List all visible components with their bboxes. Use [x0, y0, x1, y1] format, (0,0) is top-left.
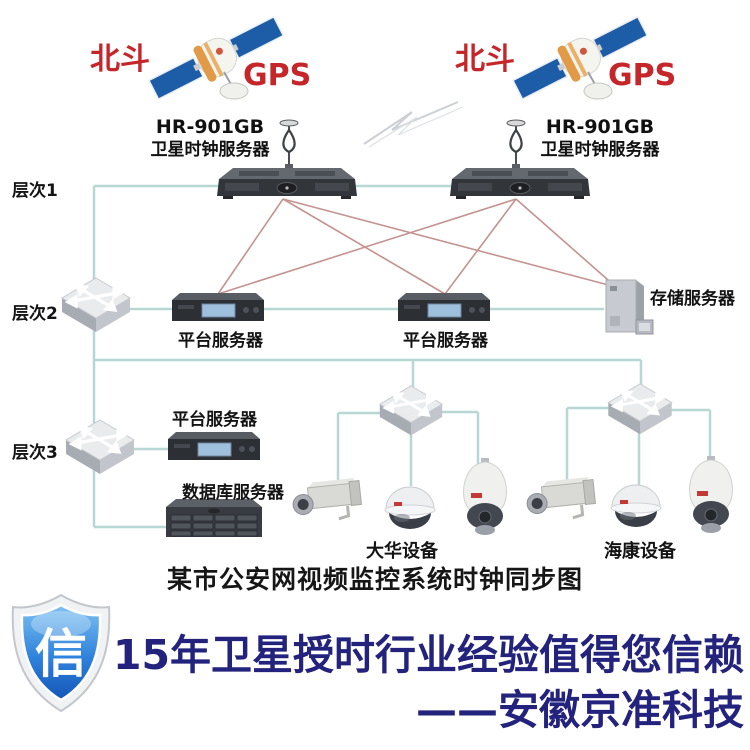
platform-server-label: 平台服务器	[403, 331, 488, 351]
ethernet-switch-icon	[60, 276, 132, 336]
storage-server-icon	[598, 276, 656, 340]
clock-server-name: 卫星时钟服务器	[150, 140, 270, 160]
ethernet-switch-icon	[64, 418, 136, 478]
banner-slogan: 15年卫星授时行业经验值得您信赖	[113, 631, 745, 679]
database-server-icon	[166, 499, 262, 539]
database-server-label: 数据库服务器	[182, 483, 284, 503]
ethernet-switch-icon	[378, 384, 444, 439]
gps-label: GPS	[243, 58, 312, 93]
clock-server-icon	[217, 166, 357, 200]
platform-server-icon	[168, 432, 260, 462]
clock-server-name: 卫星时钟服务器	[540, 140, 660, 160]
beidou-label: 北斗	[90, 42, 150, 77]
gps-antenna-icon	[502, 118, 530, 170]
layer-1-label: 层次1	[12, 181, 58, 201]
platform-server-icon	[172, 293, 264, 323]
platform-server-icon	[398, 293, 490, 323]
storage-server-label: 存储服务器	[650, 289, 735, 309]
layer-3-label: 层次3	[12, 443, 58, 463]
diagram-title: 某市公安网视频监控系统时钟同步图	[166, 565, 583, 594]
platform-server-label: 平台服务器	[178, 331, 263, 351]
dome-camera-icon	[382, 481, 438, 531]
bullet-camera-icon	[289, 477, 365, 524]
shield-character: 信	[35, 625, 87, 685]
lightning-icon	[362, 98, 468, 150]
ethernet-switch-icon	[606, 382, 674, 438]
dahua-devices-label: 大华设备	[366, 541, 438, 562]
trust-shield-icon: 信	[6, 592, 116, 716]
beidou-label: 北斗	[455, 42, 515, 77]
ptz-camera-icon	[456, 458, 514, 536]
bullet-camera-icon	[523, 476, 599, 523]
clock-server-model: HR-901GB	[545, 116, 655, 138]
clock-server-label: HR-901GB 卫星时钟服务器	[530, 116, 670, 161]
clock-server-model: HR-901GB	[155, 116, 265, 138]
beidou-gps-satellite-icon	[147, 10, 285, 108]
banner-company: ——安徽京准科技	[416, 686, 744, 734]
gps-label: GPS	[608, 58, 677, 93]
beidou-gps-satellite-icon	[511, 10, 649, 108]
ptz-camera-icon	[682, 456, 740, 534]
clock-server-label: HR-901GB 卫星时钟服务器	[140, 116, 280, 161]
hikvision-devices-label: 海康设备	[604, 541, 676, 562]
layer-2-label: 层次2	[12, 304, 58, 324]
gps-antenna-icon	[275, 118, 303, 170]
dome-camera-icon	[608, 479, 664, 529]
platform-server-label: 平台服务器	[172, 410, 257, 430]
clock-server-icon	[450, 166, 590, 200]
